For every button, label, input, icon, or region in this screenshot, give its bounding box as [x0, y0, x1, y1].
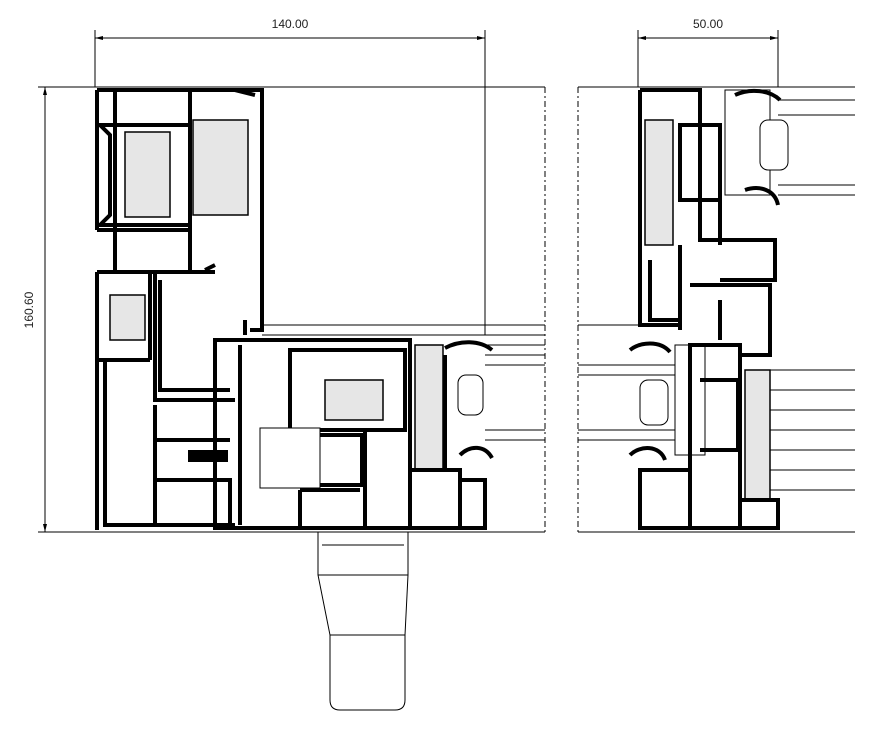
gasket	[639, 379, 669, 426]
left-section	[95, 86, 546, 533]
dimension-width-right: 50.00	[637, 17, 779, 87]
insulation-block	[124, 131, 171, 218]
dimension-label-140: 140.00	[272, 17, 309, 31]
dimension-height-left: 160.60	[22, 86, 95, 533]
screw	[188, 450, 228, 462]
dimension-width-left: 140.00	[94, 17, 486, 335]
gasket	[759, 119, 789, 171]
dimension-label-50: 50.00	[693, 17, 723, 31]
gasket	[457, 374, 484, 416]
insulation-block	[744, 369, 771, 501]
insulation-block	[109, 294, 146, 341]
right-section	[577, 86, 855, 533]
handle	[317, 532, 409, 711]
insulation-block	[644, 119, 674, 246]
insulation-block	[192, 119, 249, 216]
insulation-block	[324, 379, 384, 421]
dimension-label-160: 160.60	[22, 291, 36, 328]
insulation-block	[414, 344, 444, 471]
hardware-insert	[259, 427, 321, 489]
